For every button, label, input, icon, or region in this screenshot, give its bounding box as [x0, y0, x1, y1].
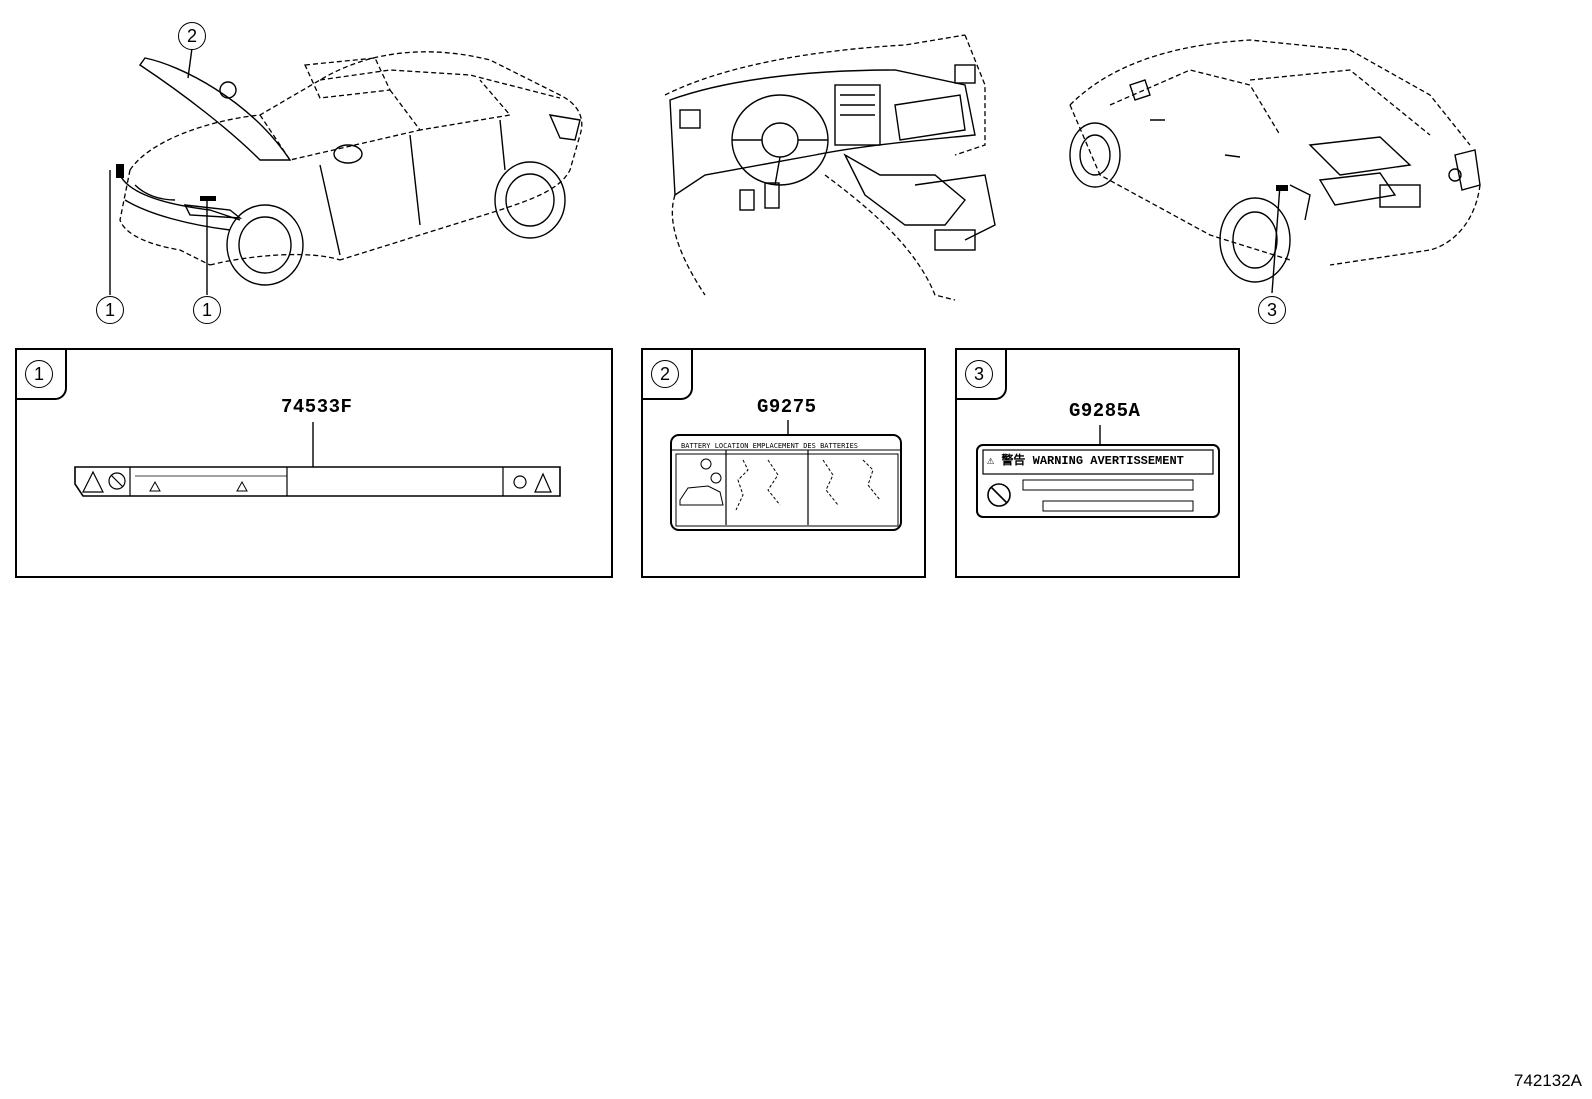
label-panel-3: 3 G9285A ⚠ 警告 WARNING AVERTISSEMENT [955, 348, 1240, 578]
label-panel-1: 1 74533F [15, 348, 613, 578]
panel-3-part-number: G9285A [1069, 400, 1141, 422]
panel-2-index: 2 [651, 360, 679, 388]
callout-1-left: 1 [96, 296, 124, 324]
panel-3-tab: 3 [957, 350, 1007, 400]
callout-3-trunk: 3 [1258, 296, 1286, 324]
panel-1-label-drawing [74, 422, 561, 497]
interior-dashboard-illustration [664, 34, 996, 301]
panel-3-label-drawing [976, 425, 1220, 518]
car-rear-illustration [1069, 39, 1481, 294]
car-front-illustration [109, 47, 583, 295]
callout-2-hood: 2 [178, 22, 206, 50]
callout-1-right: 1 [193, 296, 221, 324]
panel-1-tab: 1 [17, 350, 67, 400]
panel-1-part-number: 74533F [281, 396, 353, 418]
panel-3-index: 3 [965, 360, 993, 388]
panel-2-tab: 2 [643, 350, 693, 400]
panel-2-label-text: BATTERY LOCATION EMPLACEMENT DES BATTERI… [681, 442, 859, 450]
panel-2-part-number: G9275 [757, 396, 817, 418]
diagram-id: 742132A [1513, 1071, 1582, 1090]
panel-1-index: 1 [25, 360, 53, 388]
panel-2-label-drawing [670, 420, 902, 531]
panel-3-label-text: ⚠ 警告 WARNING AVERTISSEMENT [987, 454, 1184, 468]
label-panel-2: 2 G9275 BATTERY LOCATION EMPLACEMENT DES… [641, 348, 926, 578]
